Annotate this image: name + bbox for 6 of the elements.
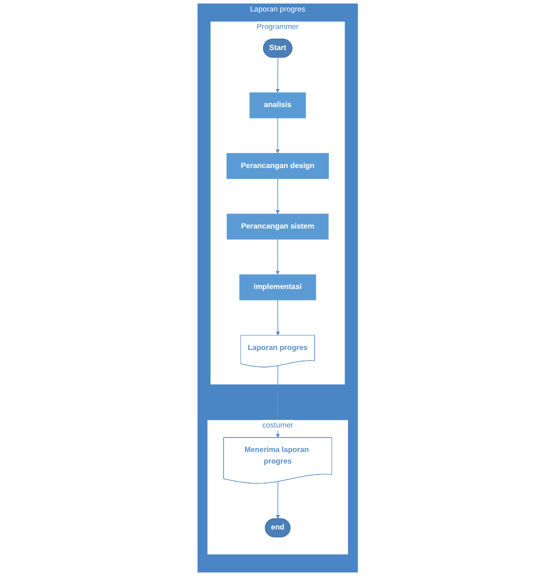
arrow	[275, 118, 280, 154]
arrow	[276, 481, 280, 520]
arrow	[275, 57, 280, 93]
arrow	[275, 178, 280, 214]
arrow	[276, 300, 280, 336]
arrow	[275, 238, 280, 275]
